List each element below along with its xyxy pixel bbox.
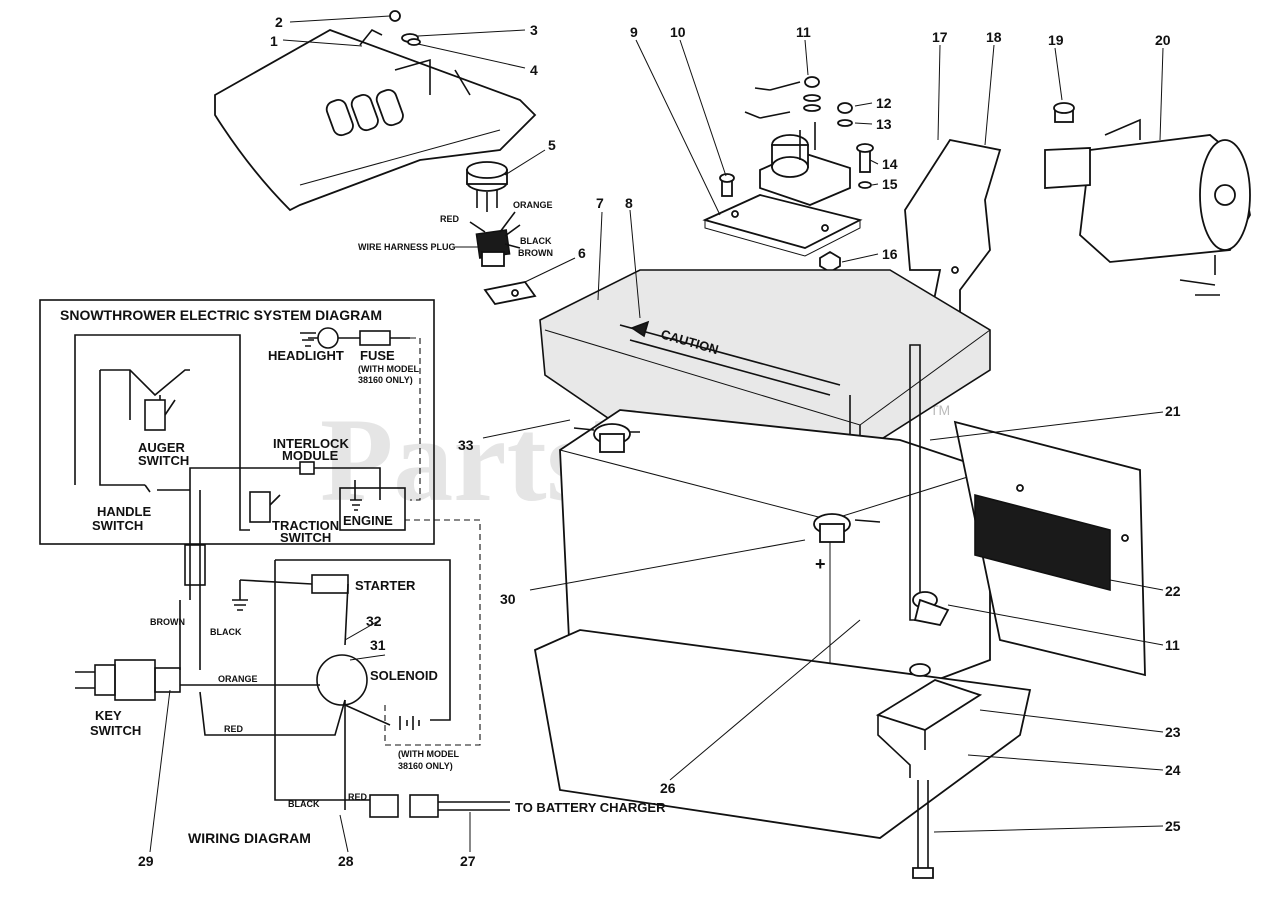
svg-text:ORANGE: ORANGE (218, 674, 258, 684)
callout: 8 (625, 195, 633, 211)
svg-text:SWITCH: SWITCH (92, 518, 143, 533)
svg-text:38160 ONLY): 38160 ONLY) (358, 375, 413, 385)
svg-text:INTERLOCK: INTERLOCK (273, 436, 349, 451)
solenoid-plate (702, 194, 863, 257)
callout: 4 (530, 62, 538, 78)
callout: 29 (138, 853, 154, 869)
svg-text:TM: TM (930, 402, 950, 418)
wire-harness-plug (469, 211, 521, 267)
battery-tray (533, 629, 1032, 839)
callout: 30 (500, 591, 516, 607)
callout: 6 (578, 245, 586, 261)
svg-text:38160 ONLY): 38160 ONLY) (398, 761, 453, 771)
svg-text:KEY: KEY (95, 708, 122, 723)
svg-text:BLACK: BLACK (520, 236, 552, 246)
svg-text:HANDLE: HANDLE (97, 504, 151, 519)
side-panel (953, 420, 1146, 677)
callout: 10 (670, 24, 686, 40)
callout: 5 (548, 137, 556, 153)
callout: 32 (366, 613, 382, 629)
svg-text:RED: RED (440, 214, 460, 224)
callout: 7 (596, 195, 604, 211)
svg-text:BROWN: BROWN (150, 617, 185, 627)
callout: 1 (270, 33, 278, 49)
callout: 31 (370, 637, 386, 653)
callout: 24 (1165, 762, 1181, 778)
callout: 14 (882, 156, 898, 172)
svg-text:(WITH MODEL: (WITH MODEL (358, 364, 419, 374)
callout: 11 (796, 24, 811, 40)
callout: 15 (882, 176, 898, 192)
svg-text:AUGER: AUGER (138, 440, 186, 455)
svg-text:MODULE: MODULE (282, 448, 339, 463)
svg-text:FUSE: FUSE (360, 348, 395, 363)
system-diagram-box: SNOWTHROWER ELECTRIC SYSTEM DIAGRAM HEAD… (39, 299, 435, 545)
svg-text:SWITCH: SWITCH (90, 723, 141, 738)
callout: 33 (458, 437, 474, 453)
solenoid-part (719, 76, 874, 274)
starter-motor (1044, 102, 1251, 296)
svg-text:RED: RED (348, 792, 368, 802)
callout: 28 (338, 853, 354, 869)
leader-lines (149, 15, 1164, 853)
svg-text:(WITH MODEL: (WITH MODEL (398, 749, 459, 759)
svg-text:BLACK: BLACK (288, 799, 320, 809)
callout: 2 (275, 14, 283, 30)
callout: 23 (1165, 724, 1181, 740)
callout: 17 (932, 29, 948, 45)
callout-numbers: 2 1 3 4 5 6 7 8 9 10 11 12 13 14 15 16 1… (138, 14, 1181, 869)
svg-text:TO BATTERY CHARGER: TO BATTERY CHARGER (515, 800, 666, 815)
svg-text:RED: RED (224, 724, 244, 734)
callout: 9 (630, 24, 638, 40)
svg-text:BROWN: BROWN (518, 248, 553, 258)
svg-text:TRACTION: TRACTION (272, 518, 339, 533)
callout: 19 (1048, 32, 1064, 48)
callout: 25 (1165, 818, 1181, 834)
callout: 12 (876, 95, 892, 111)
svg-text:STARTER: STARTER (355, 578, 416, 593)
wire-color-labels: RED ORANGE BLACK BROWN WIRE HARNESS PLUG… (150, 200, 553, 809)
bracket-part (483, 281, 537, 305)
callout: 16 (882, 246, 898, 262)
wiring-diagram: KEY SWITCH STARTER SOLENOID (WITH MODEL … (75, 490, 666, 846)
callout: 27 (460, 853, 476, 869)
svg-text:SWITCH: SWITCH (280, 530, 331, 545)
svg-text:BLACK: BLACK (210, 627, 242, 637)
bolt-part (912, 780, 934, 879)
svg-text:SNOWTHROWER ELECTRIC SYSTEM DI: SNOWTHROWER ELECTRIC SYSTEM DIAGRAM (60, 307, 382, 323)
mount-bracket (904, 138, 1002, 332)
svg-text:WIRE HARNESS PLUG: WIRE HARNESS PLUG (358, 242, 456, 252)
callout: 21 (1165, 403, 1181, 419)
callout: 11 (1165, 637, 1180, 653)
hold-down-strap (875, 344, 983, 778)
callout: 22 (1165, 583, 1181, 599)
svg-text:SOLENOID: SOLENOID (370, 668, 438, 683)
svg-text:ORANGE: ORANGE (513, 200, 553, 210)
key-switch-part (466, 161, 508, 212)
svg-text:ENGINE: ENGINE (343, 513, 393, 528)
callout: 3 (530, 22, 538, 38)
dash-panel (214, 29, 537, 212)
svg-text:+: + (815, 554, 826, 574)
battery-terminals (573, 423, 881, 543)
callout: 18 (986, 29, 1002, 45)
svg-text:SWITCH: SWITCH (138, 453, 189, 468)
svg-text:WIRING DIAGRAM: WIRING DIAGRAM (188, 830, 311, 846)
svg-text:HEADLIGHT: HEADLIGHT (268, 348, 344, 363)
callout: 20 (1155, 32, 1171, 48)
callout: 26 (660, 780, 676, 796)
callout: 13 (876, 116, 892, 132)
